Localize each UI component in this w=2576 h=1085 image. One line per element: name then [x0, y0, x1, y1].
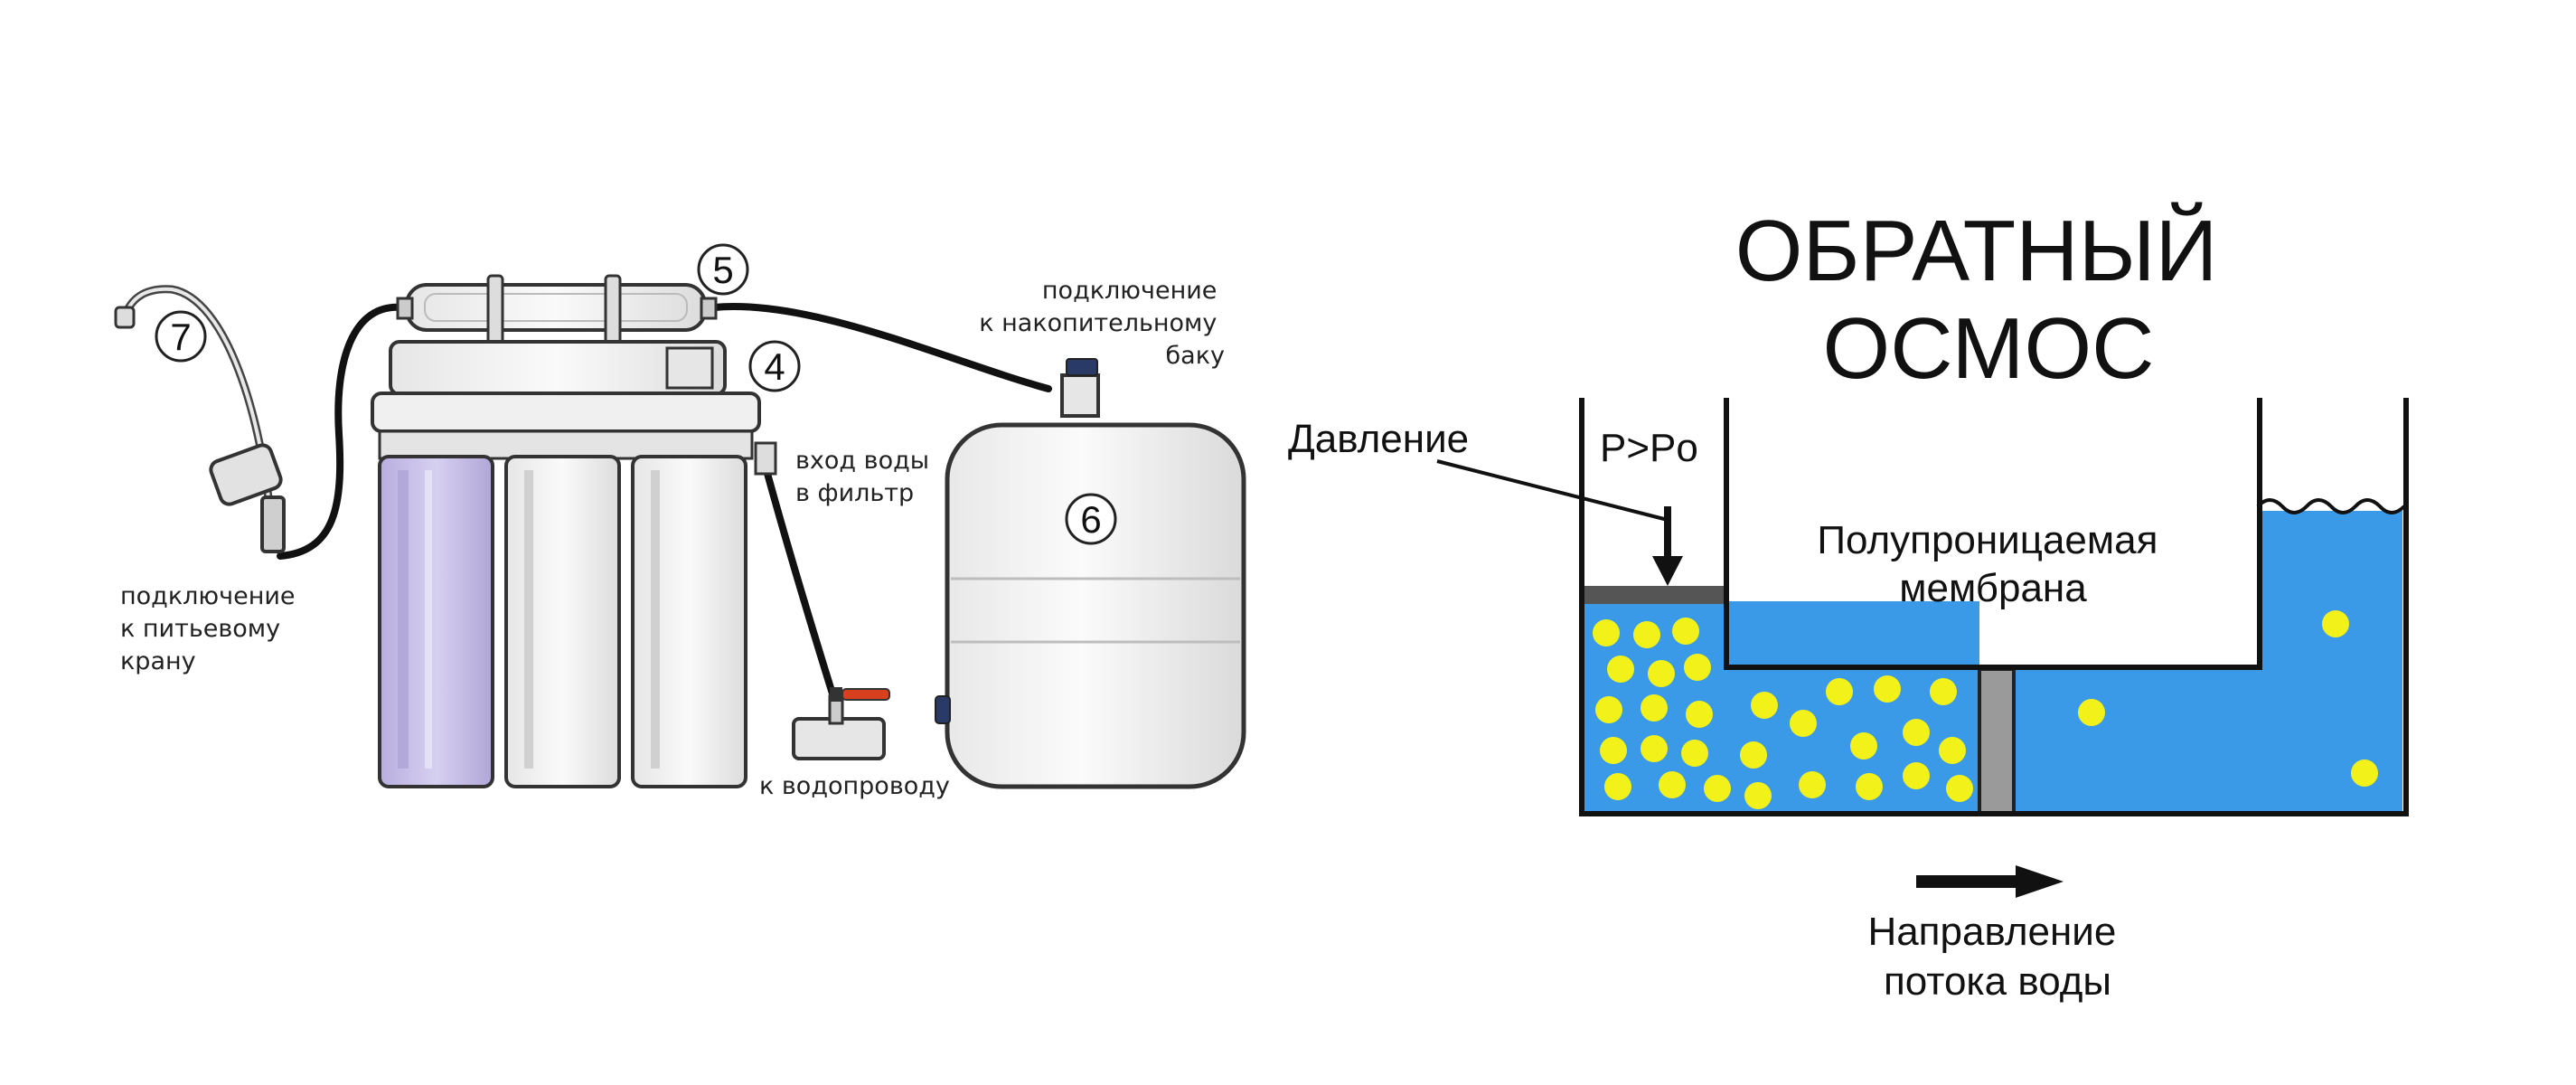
label-membrane: Полупроницаемая мембрана — [1817, 518, 2168, 610]
filter-canisters — [378, 455, 747, 788]
label-water-supply: к водопроводу — [759, 772, 950, 800]
postfilter: 5 — [396, 243, 749, 350]
osmosis-diagram: ОБРАТНЫЙ ОСМОС — [1288, 202, 2409, 1004]
label-water-inlet: вход воды в фильтр — [795, 447, 937, 507]
number-5: 5 — [712, 249, 733, 291]
canister-3-rib — [651, 470, 660, 769]
canister-2 — [504, 455, 621, 788]
label-flow-direction: Направление потока воды — [1867, 910, 2127, 1004]
water-right-compartment — [2014, 669, 2402, 814]
filter-caps — [378, 429, 754, 460]
canister-2-rib — [524, 470, 533, 769]
canister-1 — [378, 455, 494, 788]
water-right-column — [2258, 511, 2402, 674]
membrane-housing: 4 — [389, 340, 801, 396]
canister-1-rib — [398, 470, 409, 769]
solute-particles — [1593, 610, 2378, 809]
osmosis-title: ОБРАТНЫЙ ОСМОС — [1735, 202, 2242, 397]
canister-1-highlight — [425, 470, 432, 769]
hose-faucet — [277, 303, 406, 560]
water-surface-waves — [2256, 498, 2406, 514]
inlet-fitting — [754, 441, 777, 476]
label-pressure-formula: P>Po — [1600, 426, 1698, 470]
hose-inlet — [763, 467, 840, 709]
filter-head-plate — [371, 392, 761, 433]
hose-tank — [710, 303, 1052, 392]
drinking-faucet: 7 — [114, 285, 286, 553]
label-pressure: Давление — [1288, 417, 1469, 461]
canister-3 — [631, 455, 747, 788]
filter-system: 7 5 4 — [114, 243, 1246, 800]
pressure-arrow-head — [1652, 556, 1683, 586]
number-7: 7 — [170, 316, 191, 358]
label-tank-connection: подключение к накопительному баку — [979, 277, 1225, 370]
pressure-pointer-line — [1436, 459, 1669, 522]
number-6: 6 — [1080, 498, 1101, 541]
storage-tank: 6 — [935, 358, 1246, 789]
number-4: 4 — [764, 345, 785, 388]
vessel-outline — [1579, 398, 2409, 816]
semipermeable-membrane — [1978, 667, 2016, 816]
flow-arrow-head — [2016, 865, 2064, 898]
water-supply-valve — [792, 687, 890, 760]
piston — [1584, 586, 1725, 604]
label-faucet-connection: подключение к питьевому крану — [120, 582, 303, 675]
